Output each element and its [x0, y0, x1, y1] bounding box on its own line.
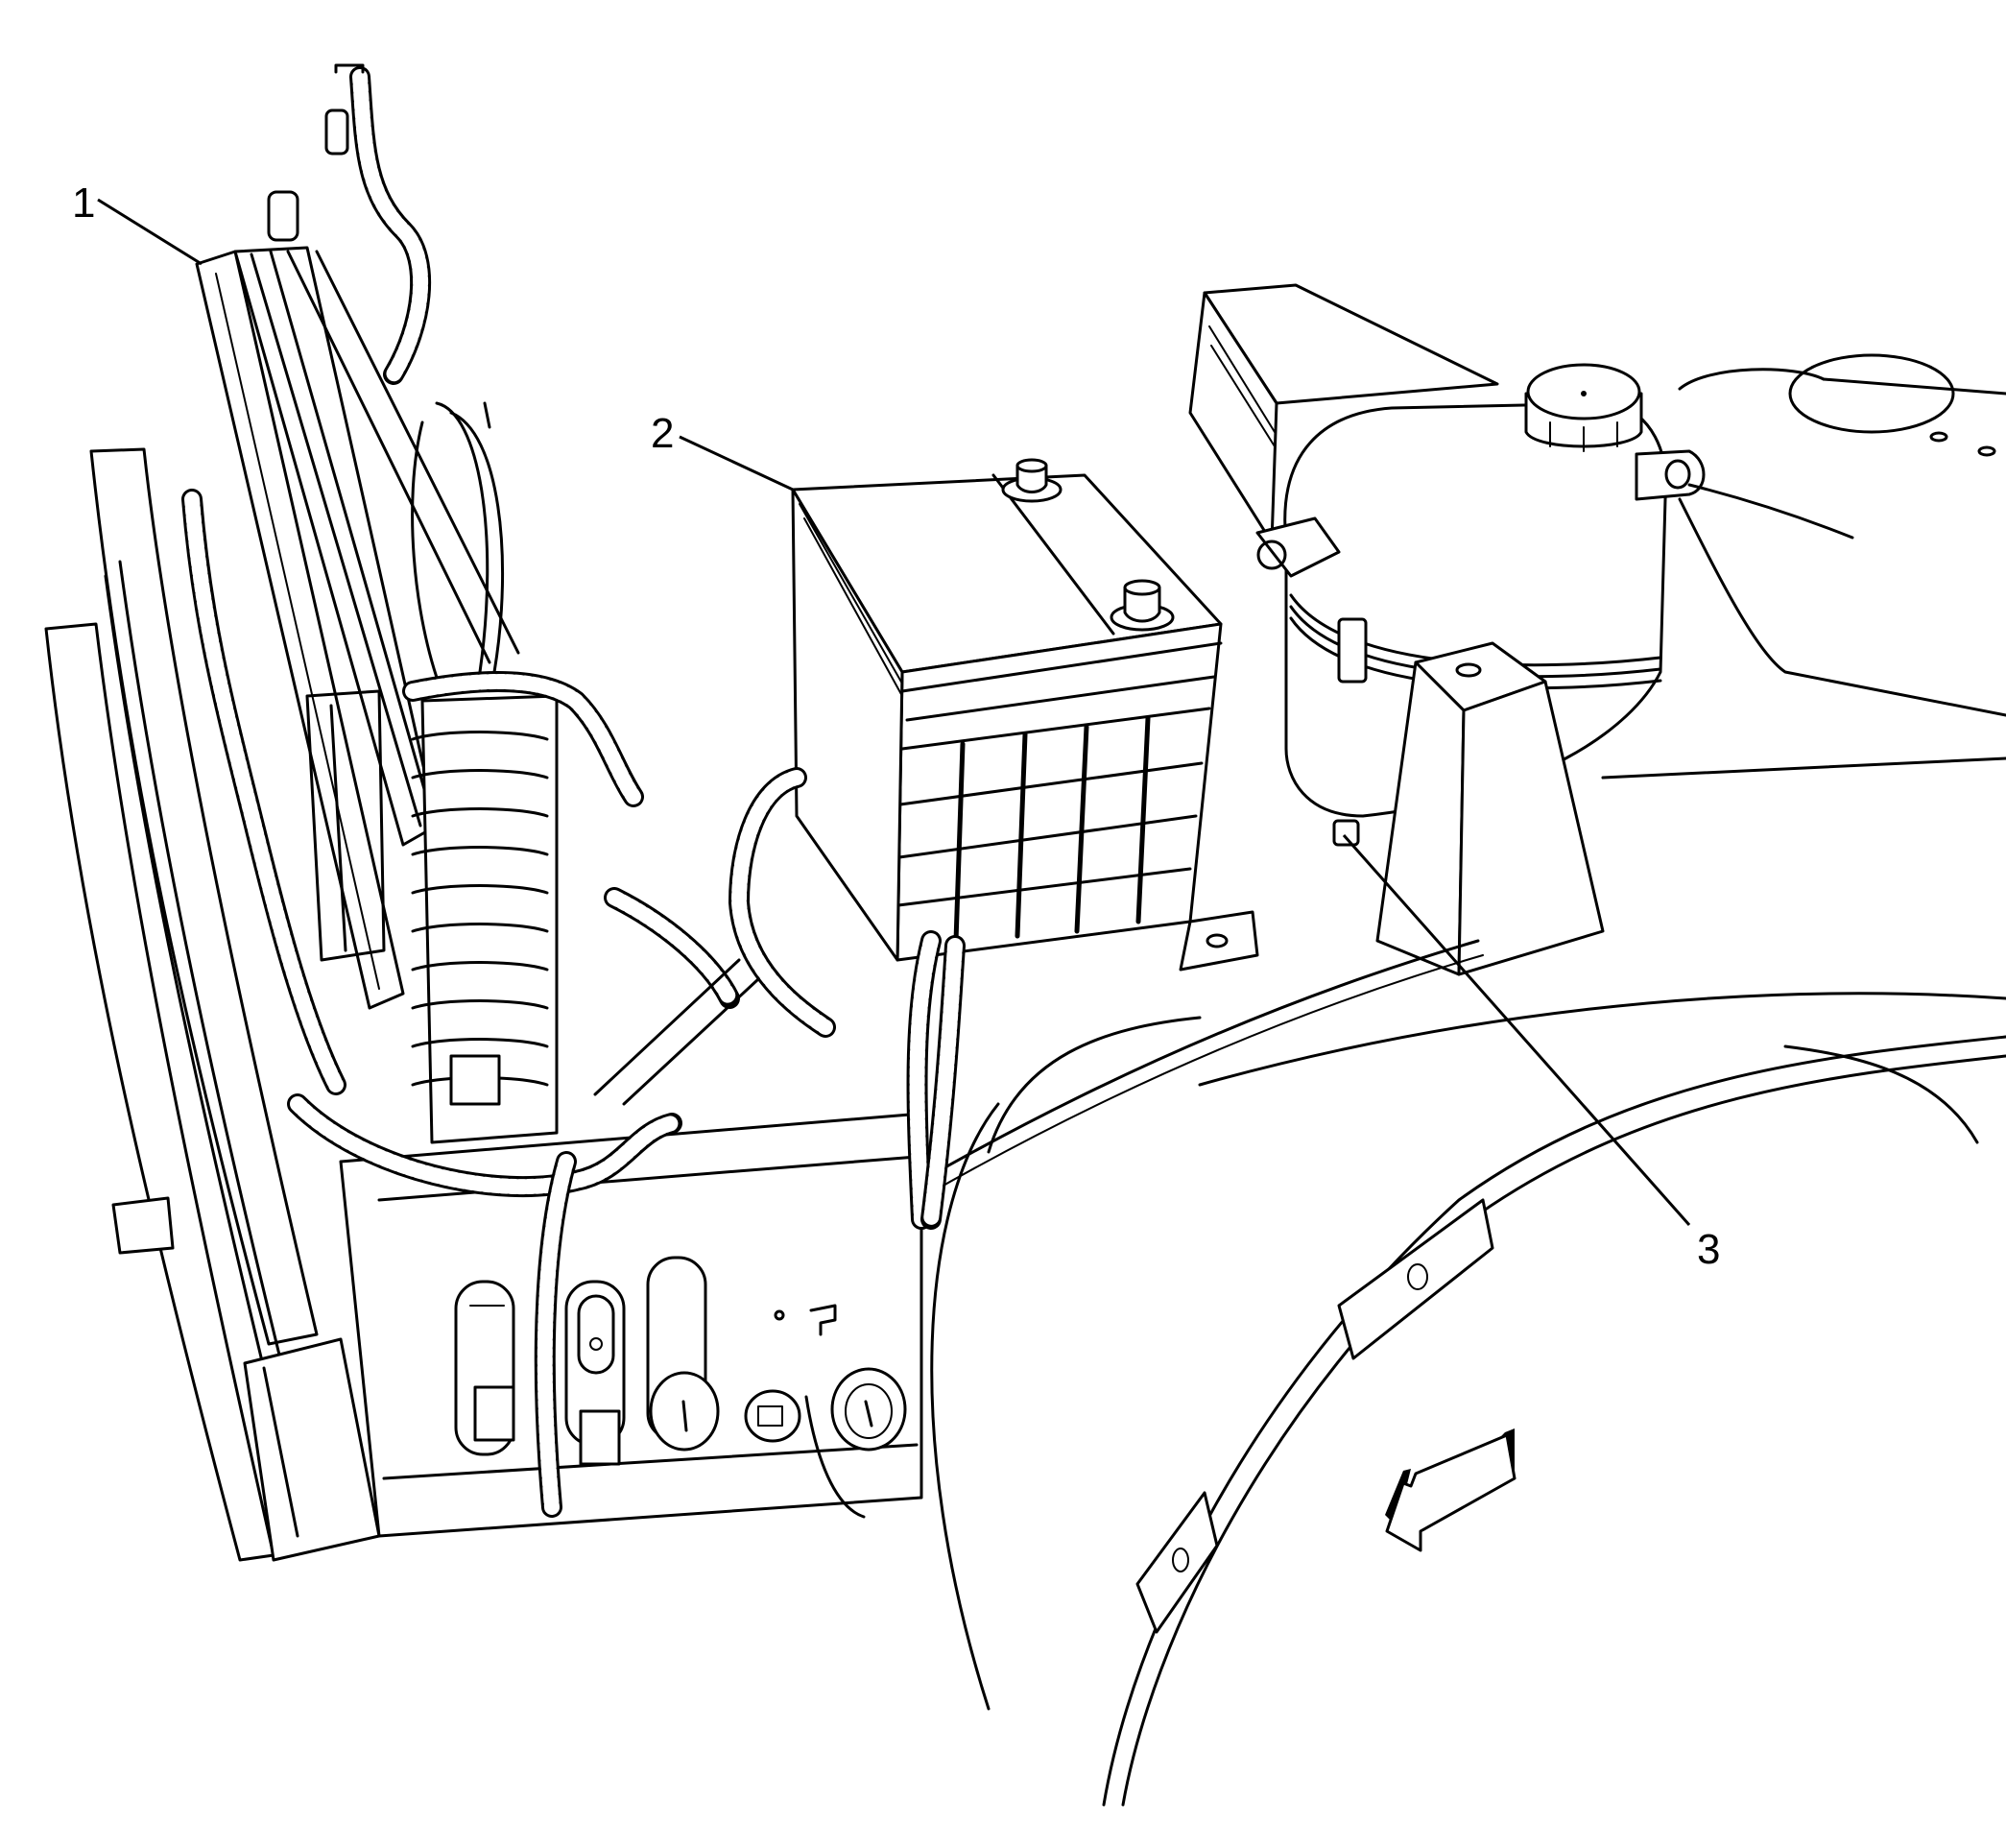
battery-case-grid	[896, 707, 1211, 944]
lower-radiator-support	[339, 1112, 923, 1538]
radiator-support	[195, 246, 520, 1010]
wheelhouse-clip-2	[1135, 1491, 1219, 1634]
battery	[791, 458, 1259, 972]
battery-negative-terminal	[1110, 579, 1175, 632]
cowl-panel	[1601, 353, 2006, 780]
callout-leader-2	[679, 435, 794, 492]
coolant-surge-tank	[1255, 363, 1706, 847]
surge-tank-cap	[1524, 363, 1643, 452]
forward-direction-arrow-icon	[1385, 1428, 1516, 1552]
battery-positive-terminal	[1001, 458, 1063, 503]
callout-leader-1	[97, 198, 203, 266]
connector-socket-2	[564, 1280, 626, 1466]
access-plug-2	[830, 1367, 907, 1452]
callout-label-2: 2	[651, 410, 675, 457]
connector-socket-3	[646, 1256, 720, 1452]
top-connectors	[267, 63, 365, 242]
fender-wheelhouse	[919, 939, 2006, 1807]
wheelhouse-clip-1	[1337, 1198, 1494, 1360]
callout-label-1: 1	[72, 180, 96, 227]
wiring-harness	[181, 66, 966, 1518]
callout-leaders	[97, 198, 1691, 1226]
callout-leader-3	[1342, 834, 1691, 1226]
connector-socket-1	[454, 1280, 515, 1456]
radiator-core	[305, 401, 559, 1144]
access-plug-1	[744, 1389, 801, 1443]
callout-label-3: 3	[1697, 1226, 1721, 1273]
front-bumper-fascia	[44, 447, 381, 1562]
strut-tower-pedestal	[1375, 641, 1605, 976]
